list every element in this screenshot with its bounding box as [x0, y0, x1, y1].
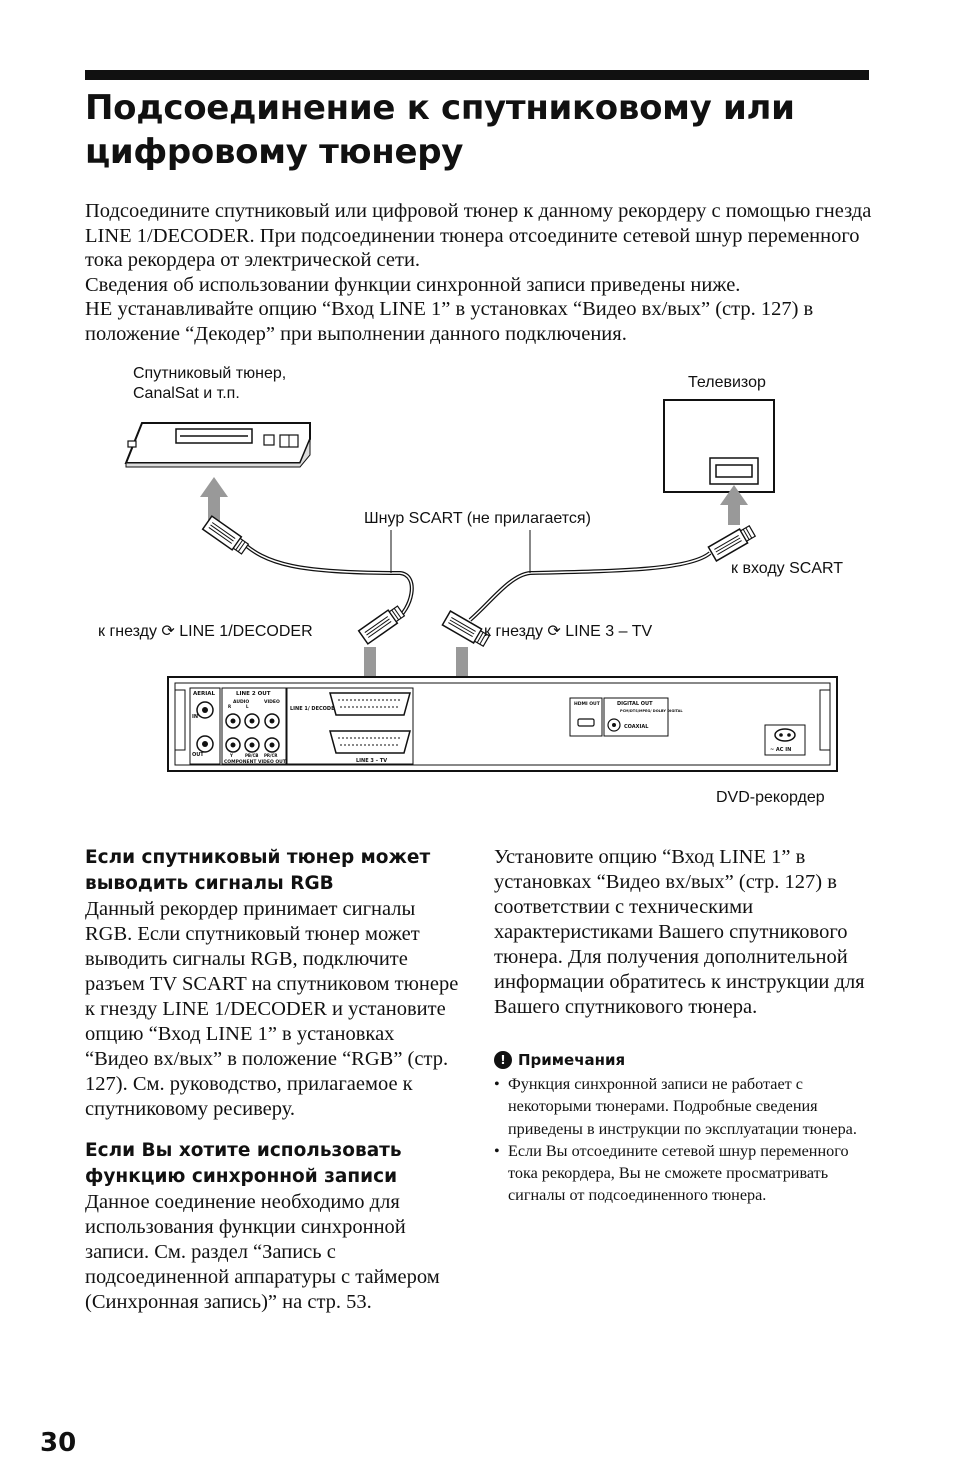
- panel-digital-out: DIGITAL OUT: [617, 701, 653, 707]
- title-rule: [85, 70, 869, 80]
- cable-label: Шнур SCART (не прилагается): [364, 510, 591, 527]
- to-line1-label: к гнезду ⟳ LINE 1/DECODER: [98, 623, 313, 640]
- sync-heading: Если Вы хотите использовать функцию синх…: [85, 1140, 402, 1187]
- page-number: 30: [40, 1428, 77, 1458]
- panel-coaxial: COAXIAL: [624, 724, 649, 730]
- rgb-heading: Если спутниковый тюнер может выводить си…: [85, 847, 431, 894]
- panel-line2-out: LINE 2 OUT: [236, 691, 271, 697]
- panel-digital-sub: PCM/DTS/MPEG/ DOLBY DIGITAL: [620, 709, 683, 713]
- tv-label: Телевизор: [688, 374, 766, 391]
- intro-paragraph: Подсоедините спутниковый или цифровой тю…: [85, 200, 872, 271]
- television: [663, 399, 775, 493]
- tuner-label: Спутниковый тюнер,: [133, 365, 287, 382]
- dvd-recorder: AERIAL IN OUT LINE 2 OUT AUDIO VIDEO R L: [167, 676, 838, 772]
- intro-paragraph: НЕ устанавливайте опцию “Вход LINE 1” в …: [85, 298, 814, 345]
- intro-text: Подсоедините спутниковый или цифровой тю…: [85, 199, 875, 346]
- arrow-to-tv: [720, 485, 748, 525]
- panel-ac-in: ~ AC IN: [770, 747, 791, 753]
- tuner-label-line2: CanalSat и т.п.: [133, 385, 240, 402]
- notes-title: Примечания: [518, 1051, 626, 1069]
- panel-out: OUT: [192, 752, 204, 758]
- panel-r: R: [228, 704, 231, 709]
- panel-hdmi-out: HDMI OUT: [574, 701, 601, 707]
- intro-paragraph: Сведения об использовании функции синхро…: [85, 273, 741, 296]
- connection-diagram-drawing: AERIAL IN OUT LINE 2 OUT AUDIO VIDEO R L: [124, 399, 838, 772]
- panel-y: Y: [229, 753, 233, 758]
- panel-l: L: [246, 704, 249, 709]
- sync-paragraph: Данное соединение необходимо для использ…: [85, 1191, 440, 1313]
- note-icon: !: [494, 1051, 512, 1069]
- recorder-label: DVD-рекордер: [716, 789, 825, 806]
- panel-pb: PB/CB: [245, 753, 258, 758]
- note-item: Функция синхронной записи не работает с …: [494, 1073, 872, 1140]
- panel-audio: AUDIO: [233, 699, 249, 705]
- panel-component: COMPONENT VIDEO OUT: [224, 759, 287, 765]
- satellite-tuner: [124, 422, 311, 468]
- to-line3-label: к гнезду ⟳ LINE 3 – TV: [484, 623, 653, 640]
- arrow-to-tuner: [200, 477, 228, 523]
- panel-line3-tv: LINE 3 – TV: [356, 758, 387, 764]
- line1-setting-paragraph: Установите опцию “Вход LINE 1” в установ…: [494, 846, 865, 1018]
- rgb-paragraph: Данный рекордер принимает сигналы RGB. Е…: [85, 898, 459, 1120]
- panel-pr: PR/CR: [264, 753, 278, 758]
- connection-diagram: AERIAL IN OUT LINE 2 OUT AUDIO VIDEO R L: [0, 355, 954, 825]
- notes-list: Функция синхронной записи не работает с …: [494, 1073, 872, 1207]
- panel-aerial: AERIAL: [193, 691, 216, 697]
- panel-line1-decoder: LINE 1/ DECODER: [290, 706, 338, 712]
- to-scart-input-label: к входу SCART: [731, 560, 844, 577]
- panel-in: IN: [192, 714, 198, 720]
- right-column: Установите опцию “Вход LINE 1” в установ…: [494, 845, 872, 1207]
- panel-video: VIDEO: [264, 699, 280, 705]
- page-title: Подсоединение к спутниковому или цифрово…: [85, 88, 795, 172]
- left-column: Если спутниковый тюнер может выводить си…: [85, 845, 463, 1315]
- notes-heading: ! Примечания: [494, 1050, 872, 1070]
- note-item: Если Вы отсоедините сетевой шнур перемен…: [494, 1140, 872, 1207]
